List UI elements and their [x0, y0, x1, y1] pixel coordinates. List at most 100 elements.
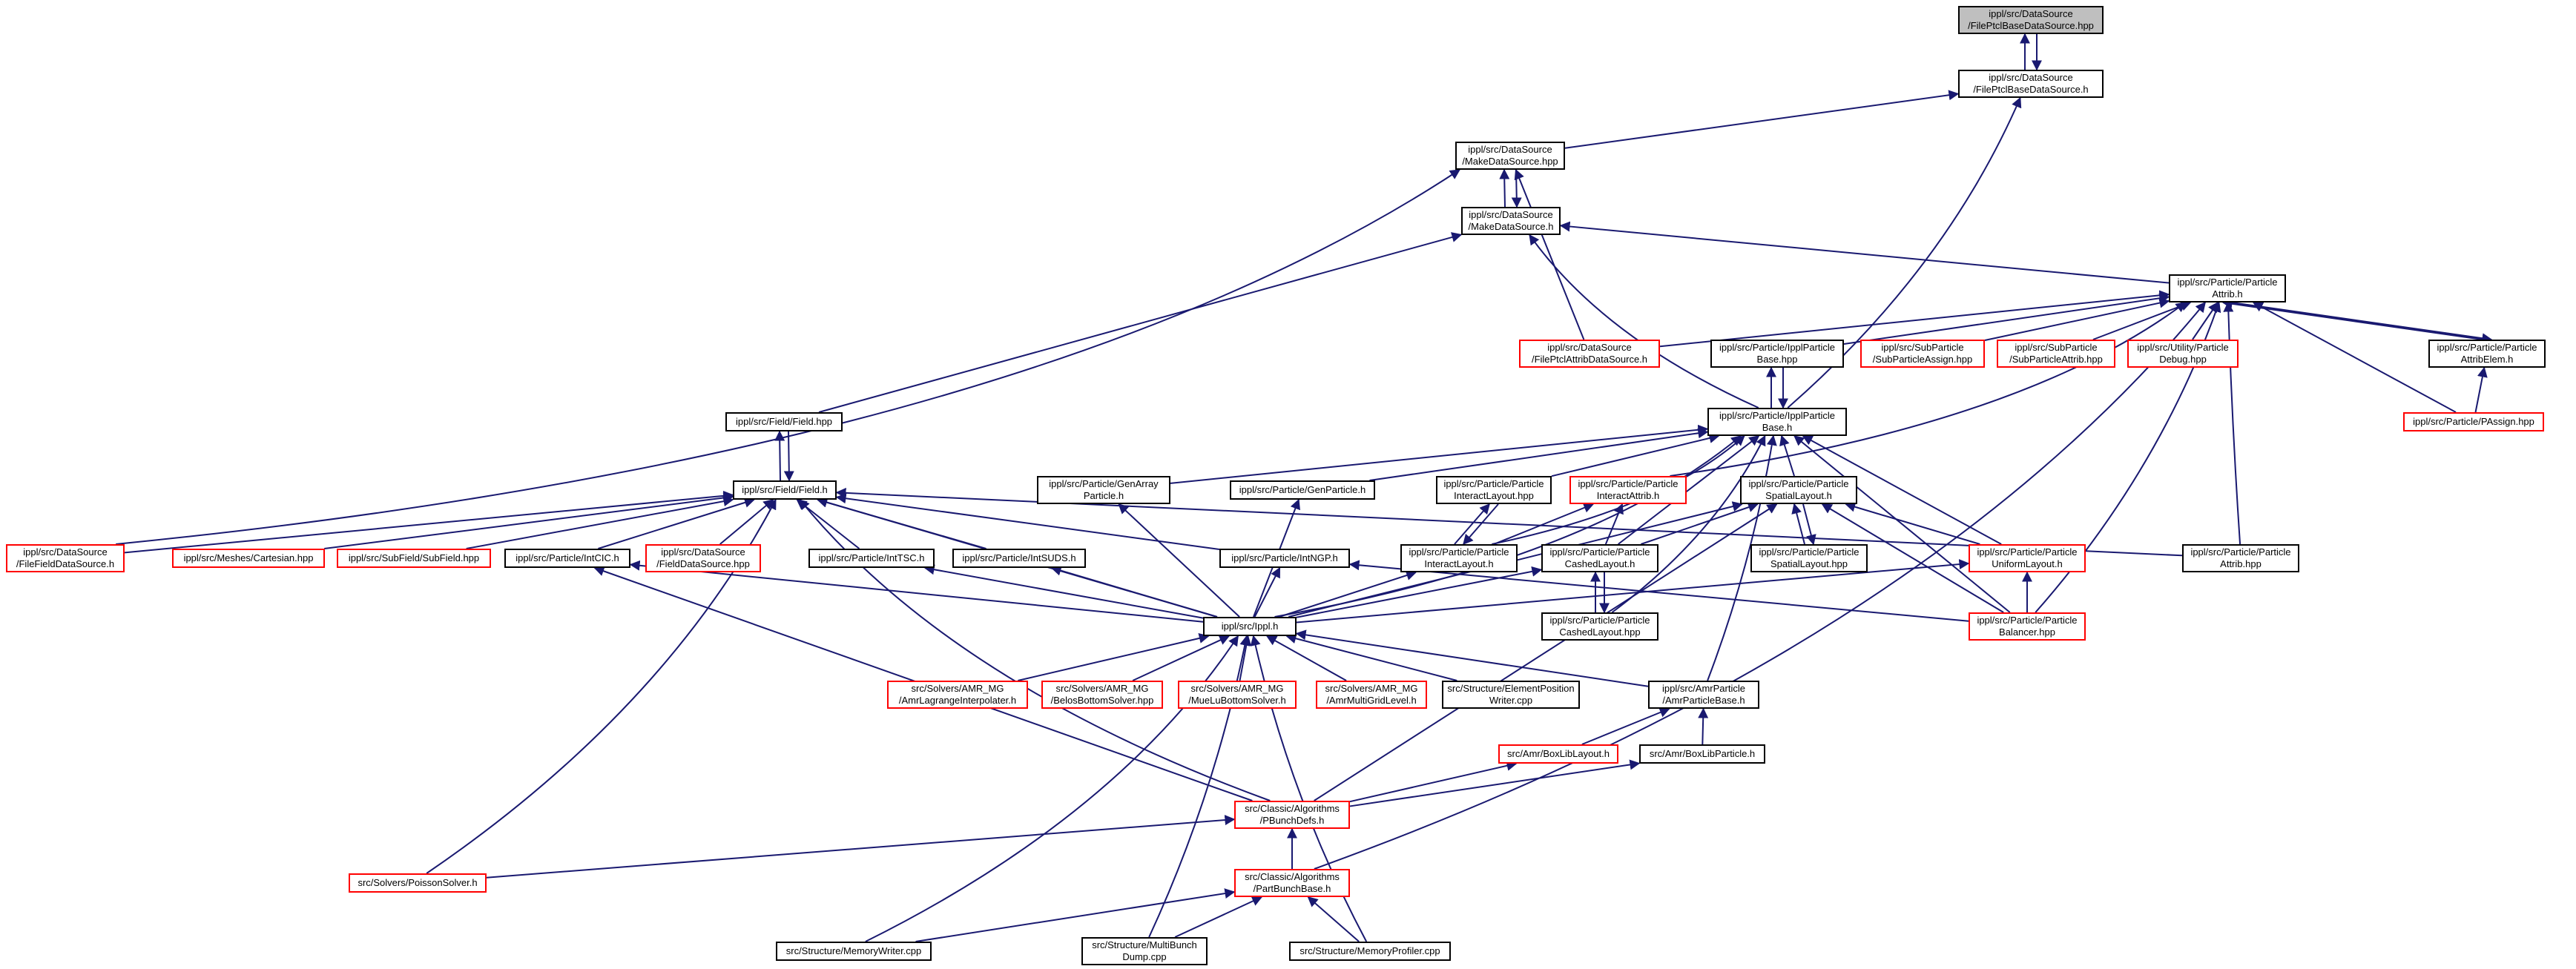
- graph-edge: [1296, 566, 1543, 618]
- graph-edge: [1845, 501, 1980, 545]
- graph-node-memory-writer-cpp[interactable]: src/Structure/MemoryWriter.cpp: [776, 942, 932, 961]
- graph-node-passign-hpp[interactable]: ippl/src/Particle/PAssign.hpp: [2403, 412, 2544, 431]
- graph-node-poisson-solver-h[interactable]: src/Solvers/PoissonSolver.h: [349, 873, 487, 893]
- graph-edge: [818, 232, 1463, 413]
- graph-edge: [1369, 428, 1709, 481]
- graph-edge: [923, 564, 1204, 619]
- graph-edge: [1670, 302, 2187, 477]
- graph-node-ippl-particle-base-hpp[interactable]: ippl/src/Particle/IpplParticle Base.hpp: [1710, 340, 1844, 368]
- graph-edge: [1050, 565, 1218, 618]
- graph-edge: [1529, 234, 1759, 409]
- graph-node-gen-particle-h[interactable]: ippl/src/Particle/GenParticle.h: [1230, 480, 1375, 500]
- graph-node-int-ngp-h[interactable]: ippl/src/Particle/IntNGP.h: [1219, 549, 1350, 568]
- graph-node-cashed-layout-h[interactable]: ippl/src/Particle/Particle CashedLayout.…: [1541, 544, 1658, 572]
- graph-edge: [1802, 503, 1816, 546]
- graph-edge: [1611, 434, 1766, 613]
- graph-node-interact-attrib-h[interactable]: ippl/src/Particle/Particle InteractAttri…: [1569, 476, 1687, 504]
- graph-node-mue-lu-bottom-solver-h[interactable]: src/Solvers/AMR_MG /MueLuBottomSolver.h: [1178, 681, 1297, 709]
- graph-edge: [1285, 633, 1457, 681]
- graph-node-uniform-layout-h[interactable]: ippl/src/Particle/Particle UniformLayout…: [1969, 544, 2086, 572]
- graph-edge: [1493, 503, 1595, 545]
- graph-edge: [1802, 435, 2002, 545]
- graph-node-particle-attrib-h[interactable]: ippl/src/Particle/Particle Attrib.h: [2169, 274, 2286, 302]
- graph-node-field-h[interactable]: ippl/src/Field/Field.h: [733, 480, 837, 500]
- graph-edge: [1118, 503, 1240, 618]
- graph-node-field-data-source-hpp[interactable]: ippl/src/DataSource /FieldDataSource.hpp: [645, 544, 761, 572]
- graph-edge: [1698, 707, 1709, 745]
- graph-edge: [2231, 302, 2493, 344]
- graph-node-make-data-source-hpp[interactable]: ippl/src/DataSource /MakeDataSource.hpp: [1455, 142, 1565, 170]
- graph-node-amr-lagrange-interpolater-h[interactable]: src/Solvers/AMR_MG /AmrLagrangeInterpola…: [887, 681, 1028, 709]
- graph-edge: [1148, 635, 1251, 938]
- graph-node-element-position-writer-cpp[interactable]: src/Structure/ElementPosition Writer.cpp: [1442, 681, 1580, 709]
- graph-node-cashed-layout-hpp[interactable]: ippl/src/Particle/Particle CashedLayout.…: [1541, 612, 1658, 641]
- graph-node-gen-array-particle-h[interactable]: ippl/src/Particle/GenArray Particle.h: [1037, 476, 1170, 504]
- graph-node-spatial-layout-h[interactable]: ippl/src/Particle/Particle SpatialLayout…: [1740, 476, 1857, 504]
- graph-node-sub-field-hpp[interactable]: ippl/src/SubField/SubField.hpp: [337, 549, 491, 568]
- graph-node-int-suds-h[interactable]: ippl/src/Particle/IntSUDS.h: [952, 549, 1086, 568]
- graph-edge: [2474, 366, 2488, 413]
- graph-node-memory-profiler-cpp[interactable]: src/Structure/MemoryProfiler.cpp: [1289, 942, 1451, 961]
- graph-edge: [1349, 759, 1641, 807]
- graph-edge: [598, 497, 755, 549]
- graph-edge: [124, 490, 734, 554]
- graph-edge: [1514, 168, 1585, 340]
- graph-edge: [2223, 301, 2241, 545]
- graph-edge: [1314, 301, 2207, 870]
- graph-edge: [1793, 435, 2011, 613]
- graph-node-sub-particle-assign-hpp[interactable]: ippl/src/SubParticle /SubParticleAssign.…: [1860, 340, 1985, 368]
- graph-edge: [1564, 90, 1960, 149]
- graph-node-cartesian-hpp[interactable]: ippl/src/Meshes/Cartesian.hpp: [172, 549, 325, 568]
- graph-node-interact-layout-hpp[interactable]: ippl/src/Particle/Particle InteractLayou…: [1436, 476, 1552, 504]
- graph-node-particle-attrib-elem-h[interactable]: ippl/src/Particle/Particle AttribElem.h: [2428, 340, 2546, 368]
- graph-node-part-bunch-base-h[interactable]: src/Classic/Algorithms /PartBunchBase.h: [1234, 869, 1350, 897]
- graph-node-particle-debug-hpp[interactable]: ippl/src/Utility/Particle Debug.hpp: [2127, 340, 2239, 368]
- graph-node-amr-multi-grid-level-h[interactable]: src/Solvers/AMR_MG /AmrMultiGridLevel.h: [1316, 681, 1427, 709]
- graph-edge: [1984, 297, 2170, 341]
- graph-edge: [1791, 503, 1805, 545]
- graph-edge: [486, 815, 1236, 879]
- graph-node-particle-balancer-hpp[interactable]: ippl/src/Particle/Particle Balancer.hpp: [1969, 612, 2086, 641]
- graph-edge: [1659, 290, 2170, 348]
- graph-node-field-hpp[interactable]: ippl/src/Field/Field.hpp: [725, 412, 843, 431]
- graph-node-multi-bunch-dump-cpp[interactable]: src/Structure/MultiBunch Dump.cpp: [1081, 937, 1208, 965]
- graph-edge: [2252, 302, 2457, 413]
- graph-node-ippl-particle-base-h[interactable]: ippl/src/Particle/IpplParticle Base.h: [1707, 408, 1847, 436]
- graph-edge: [1170, 424, 1709, 484]
- graph-node-amr-particle-base-h[interactable]: ippl/src/AmrParticle /AmrParticleBase.h: [1648, 681, 1759, 709]
- graph-node-belos-bottom-solver-hpp[interactable]: src/Solvers/AMR_MG /BelosBottomSolver.hp…: [1041, 681, 1163, 709]
- graph-edge: [1265, 635, 1347, 681]
- graph-node-file-field-data-source-h[interactable]: ippl/src/DataSource /FileFieldDataSource…: [6, 544, 125, 572]
- graph-node-pbunch-defs-h[interactable]: src/Classic/Algorithms /PBunchDefs.h: [1234, 801, 1350, 829]
- graph-edge: [1307, 896, 1360, 942]
- graph-edge: [1511, 169, 1522, 208]
- graph-node-ippl-h[interactable]: ippl/src/Ippl.h: [1203, 617, 1297, 636]
- graph-node-file-ptcl-base-data-source-hpp[interactable]: ippl/src/DataSource /FilePtclBaseDataSou…: [1958, 6, 2104, 34]
- graph-node-box-lib-particle-h[interactable]: src/Amr/BoxLibParticle.h: [1639, 744, 1765, 764]
- graph-node-spatial-layout-hpp[interactable]: ippl/src/Particle/Particle SpatialLayout…: [1750, 544, 1868, 572]
- graph-edge: [1296, 559, 1970, 624]
- graph-edge: [1314, 503, 1778, 801]
- graph-edge: [1843, 293, 2170, 345]
- graph-edge: [629, 560, 1204, 623]
- graph-node-int-tsc-h[interactable]: ippl/src/Particle/IntTSC.h: [808, 549, 935, 568]
- graph-edge: [1551, 433, 1720, 477]
- graph-edge: [466, 496, 734, 549]
- graph-node-make-data-source-h[interactable]: ippl/src/DataSource /MakeDataSource.h: [1461, 207, 1561, 235]
- graph-edge: [719, 499, 774, 545]
- graph-node-file-ptcl-base-data-source-h[interactable]: ippl/src/DataSource /FilePtclBaseDataSou…: [1958, 70, 2104, 98]
- graph-edge: [1581, 707, 1670, 745]
- graph-node-sub-particle-attrib-hpp[interactable]: ippl/src/SubParticle /SubParticleAttrib.…: [1997, 340, 2115, 368]
- graph-edge: [1349, 760, 1518, 803]
- graph-edge: [1779, 434, 1795, 477]
- graph-node-particle-attrib-hpp[interactable]: ippl/src/Particle/Particle Attrib.hpp: [2182, 544, 2299, 572]
- graph-edge: [1454, 503, 1490, 545]
- graph-node-file-ptcl-attrib-data-source-h[interactable]: ippl/src/DataSource /FilePtclAttribDataS…: [1519, 340, 1660, 368]
- graph-edge: [783, 431, 794, 482]
- graph-edge: [1707, 434, 1777, 681]
- graph-node-int-cic-h[interactable]: ippl/src/Particle/IntCIC.h: [504, 549, 630, 568]
- graph-node-box-lib-layout-h[interactable]: src/Amr/BoxLibLayout.h: [1498, 744, 1618, 764]
- graph-node-interact-layout-h[interactable]: ippl/src/Particle/Particle InteractLayou…: [1400, 544, 1518, 572]
- graph-edge: [1279, 570, 1417, 618]
- graph-edge: [2092, 300, 2192, 340]
